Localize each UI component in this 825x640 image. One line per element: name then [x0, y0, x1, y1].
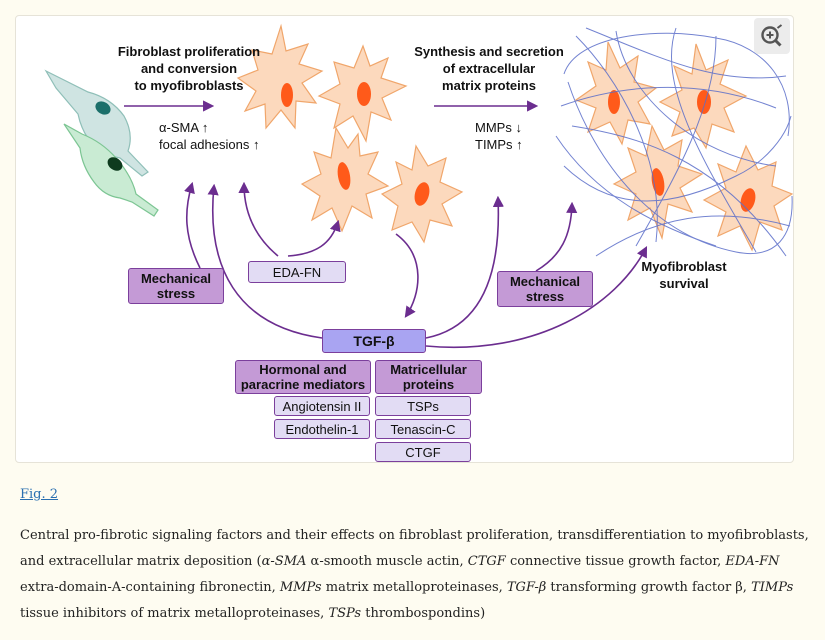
- myofibroblast-cell: [702, 144, 793, 252]
- caption-text: connective tissue growth factor,: [505, 554, 726, 569]
- focal-adhesions-label: focal adhesions ↑: [159, 137, 260, 152]
- myofibroblast-cell: [574, 41, 658, 146]
- fibrosis-diagram: [44, 23, 793, 348]
- caption-text: thrombospondins): [361, 606, 486, 621]
- caption-abbr: α-SMA: [261, 554, 307, 569]
- myofibroblast-cell: [300, 126, 390, 233]
- myofibroblast-cell: [317, 44, 408, 143]
- caption-abbr: TIMPs: [751, 580, 794, 595]
- proliferation-label: and conversion: [140, 61, 238, 76]
- tenascin-box: Tenascin-C: [375, 419, 471, 439]
- caption-abbr: MMPs: [279, 580, 322, 595]
- survival-label: Myofibroblast: [641, 259, 727, 274]
- zoom-button[interactable]: [754, 18, 790, 54]
- caption-abbr: EDA-FN: [725, 554, 780, 569]
- caption-text: extra-domain-A-containing fibronectin,: [20, 580, 280, 595]
- survival-label: survival: [659, 276, 709, 291]
- caption-text: Central pro-fibrotic signaling factors a…: [20, 528, 809, 569]
- proliferation-label: Fibroblast proliferation: [117, 44, 261, 59]
- figure-panel: Fibroblast proliferation and conversion …: [15, 15, 794, 463]
- caption-text: transforming growth factor β,: [546, 580, 752, 595]
- myofibroblast-cell: [612, 124, 704, 241]
- tgf-beta-box: TGF-β: [322, 329, 426, 353]
- endothelin-box: Endothelin-1: [274, 419, 370, 439]
- signaling-arrows: [124, 100, 648, 348]
- caption-abbr: CTGF: [467, 554, 506, 569]
- asma-label: α-SMA ↑: [159, 120, 209, 135]
- figure-caption: Central pro-fibrotic signaling factors a…: [20, 523, 820, 627]
- caption-text: tissue inhibitors of matrix metalloprote…: [20, 606, 329, 621]
- caption-text: matrix metalloproteinases,: [321, 580, 507, 595]
- caption-abbr: TSPs: [328, 606, 362, 621]
- caption-text: α-smooth muscle actin,: [306, 554, 468, 569]
- synthesis-label: Synthesis and secretion: [414, 44, 564, 59]
- mmps-label: MMPs ↓: [475, 120, 522, 135]
- myofibroblast-cell: [380, 144, 464, 244]
- synthesis-label: matrix proteins: [442, 78, 536, 93]
- myofibroblast-cell: [236, 23, 324, 130]
- ctgf-box: CTGF: [375, 442, 471, 462]
- angiotensin-box: Angiotensin II: [274, 396, 370, 416]
- proliferation-label: to myofibroblasts: [134, 78, 244, 93]
- tsps-box: TSPs: [375, 396, 471, 416]
- extracellular-matrix: [555, 27, 793, 257]
- mechanical-stress-box-right: Mechanical stress: [497, 271, 593, 307]
- zoom-in-icon: [761, 24, 783, 47]
- fibroblast-green: [63, 123, 159, 217]
- mechanical-stress-box-left: Mechanical stress: [128, 268, 224, 304]
- synthesis-label: of extracellular: [442, 61, 536, 76]
- eda-fn-box: EDA-FN: [248, 261, 346, 283]
- figure-link[interactable]: Fig. 2: [20, 487, 59, 502]
- myofibroblast-cell: [658, 43, 748, 150]
- caption-abbr: TGF-β: [506, 580, 547, 595]
- hormonal-mediators-box: Hormonal and paracrine mediators: [235, 360, 371, 394]
- matricellular-proteins-box: Matricellular proteins: [375, 360, 482, 394]
- timps-label: TIMPs ↑: [475, 137, 523, 152]
